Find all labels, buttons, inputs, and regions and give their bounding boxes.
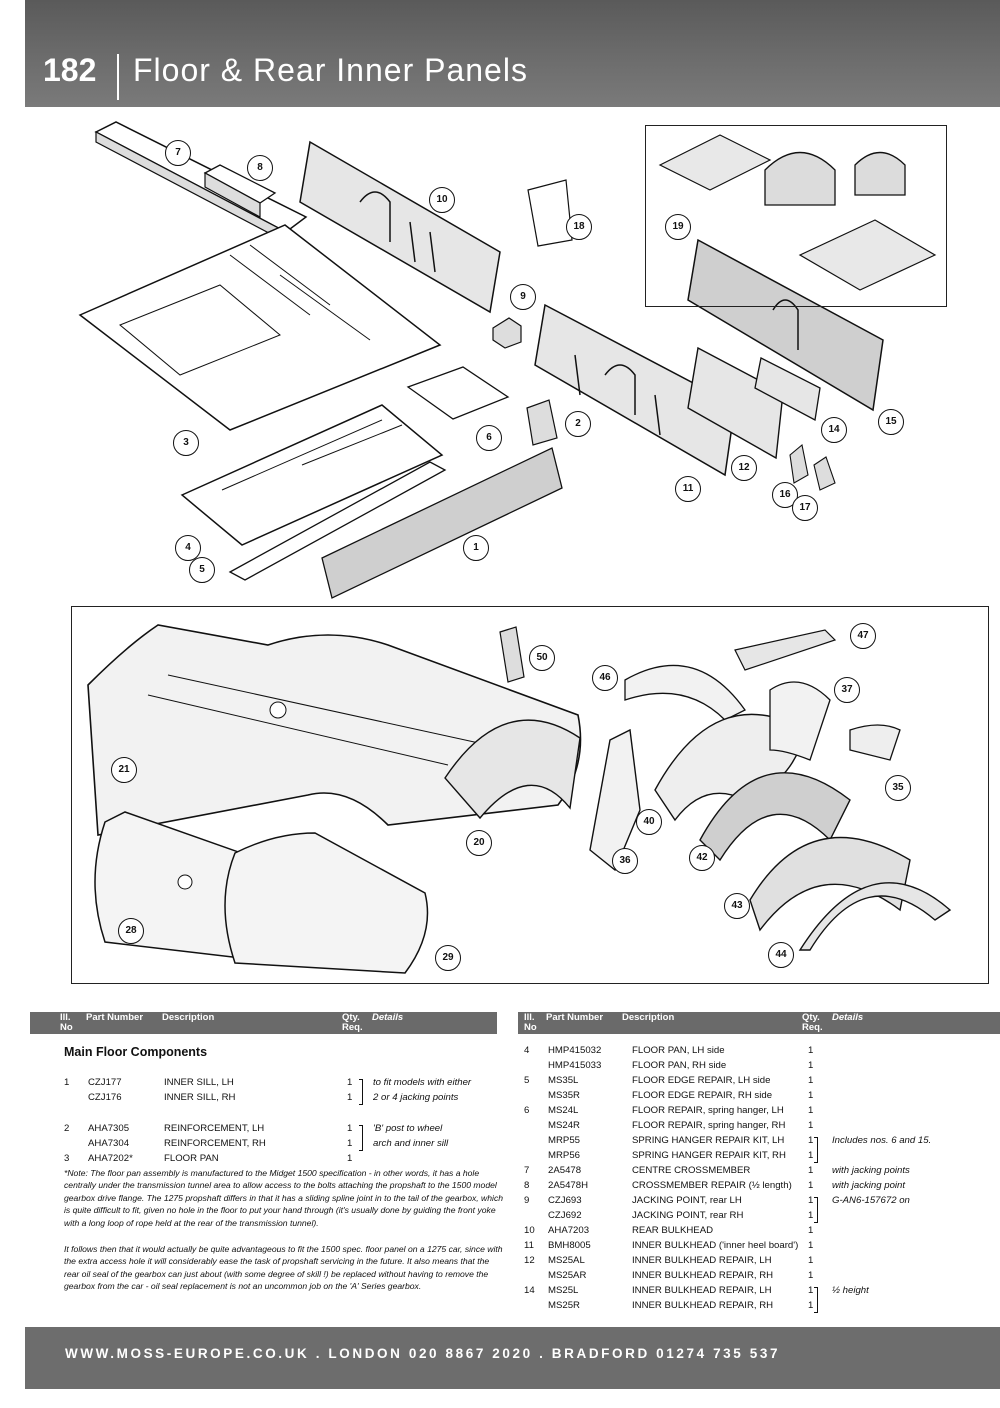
footer-contact: WWW.MOSS-EUROPE.CO.UK . LONDON 020 8867 … <box>65 1346 781 1361</box>
callout-19: 19 <box>665 214 691 240</box>
brace <box>359 1079 363 1105</box>
rear-wheel-arches-drawing <box>589 629 952 951</box>
callout-43: 43 <box>724 893 750 919</box>
floor-edge-repair-drawing <box>228 461 447 581</box>
page-header: 182 Floor & Rear Inner Panels <box>25 0 1000 107</box>
right-table-header: Ill. No Part Number Description Qty. Req… <box>518 1012 1000 1034</box>
callout-10: 10 <box>429 187 455 213</box>
inner-bulkhead-drawing <box>534 303 736 477</box>
heel-board-kit-frame <box>645 125 947 307</box>
callout-50: 50 <box>529 645 555 671</box>
col-ill-no: Ill. No <box>60 1012 73 1033</box>
header-divider <box>117 54 119 100</box>
col-part-number: Part Number <box>86 1012 144 1023</box>
section-title: Main Floor Components <box>64 1045 208 1059</box>
callout-29: 29 <box>435 945 461 971</box>
callout-3: 3 <box>173 430 199 456</box>
note-paragraph-1: *Note: The floor pan assembly is manufac… <box>64 1168 504 1228</box>
callout-14: 14 <box>821 417 847 443</box>
page-title: Floor & Rear Inner Panels <box>133 52 528 88</box>
jacking-point-drawing <box>492 317 522 349</box>
callout-9: 9 <box>510 284 536 310</box>
callout-8: 8 <box>247 155 273 181</box>
page-footer: WWW.MOSS-EUROPE.CO.UK . LONDON 020 8867 … <box>25 1327 1000 1389</box>
inner-bulkhead-repair-drawing <box>687 346 784 460</box>
callout-4: 4 <box>175 535 201 561</box>
brace <box>814 1287 818 1313</box>
page-number: 182 <box>43 52 97 88</box>
callout-47: 47 <box>850 623 876 649</box>
col-qty: Qty. Req. <box>802 1012 823 1033</box>
floor-pan-side-drawing <box>180 404 444 546</box>
note-paragraph-2: It follows then that it would actually b… <box>64 1244 503 1292</box>
callout-17: 17 <box>792 495 818 521</box>
callout-5: 5 <box>189 557 215 583</box>
left-table-header: Ill. No Part Number Description Qty. Req… <box>30 1012 497 1034</box>
col-details: Details <box>372 1012 404 1023</box>
callout-20: 20 <box>466 830 492 856</box>
crossmember-repair-drawing <box>203 164 277 219</box>
col-ill-no: Ill. No <box>524 1012 537 1033</box>
col-part-number: Part Number <box>546 1012 604 1023</box>
lower-diagram-frame <box>71 606 989 984</box>
heel-board-kit-drawing <box>658 134 937 291</box>
callout-40: 40 <box>636 809 662 835</box>
callout-18: 18 <box>566 214 592 240</box>
callout-28: 28 <box>118 918 144 944</box>
col-details: Details <box>832 1012 864 1023</box>
brace <box>359 1125 363 1151</box>
callout-44: 44 <box>768 942 794 968</box>
callout-21: 21 <box>111 757 137 783</box>
callout-42: 42 <box>689 845 715 871</box>
brace <box>814 1137 818 1163</box>
brace <box>814 1197 818 1223</box>
callout-36: 36 <box>612 848 638 874</box>
rear-bulkhead-drawing <box>299 140 501 314</box>
callout-7: 7 <box>165 140 191 166</box>
callout-46: 46 <box>592 665 618 691</box>
col-description: Description <box>622 1012 675 1023</box>
col-qty: Qty. Req. <box>342 1012 363 1033</box>
reinforcement-2-drawing <box>526 399 558 446</box>
callout-1: 1 <box>463 535 489 561</box>
callout-6: 6 <box>476 425 502 451</box>
b-post-repair-drawing <box>499 626 525 683</box>
callout-12: 12 <box>731 455 757 481</box>
half-height-repair-drawing <box>754 357 821 422</box>
floor-pan-drawing <box>78 224 442 431</box>
callout-15: 15 <box>878 409 904 435</box>
inner-sill-drawing <box>321 447 563 599</box>
bracket-drawing <box>789 443 836 491</box>
callout-11: 11 <box>675 476 701 502</box>
col-description: Description <box>162 1012 215 1023</box>
floor-repair-drawing <box>406 366 510 420</box>
callout-35: 35 <box>885 775 911 801</box>
callout-2: 2 <box>565 411 591 437</box>
reinforcement-drawing <box>527 179 573 247</box>
floor-pan-half-2-drawing <box>224 832 429 974</box>
wheel-arch-drawing <box>444 719 581 820</box>
callout-37: 37 <box>834 677 860 703</box>
